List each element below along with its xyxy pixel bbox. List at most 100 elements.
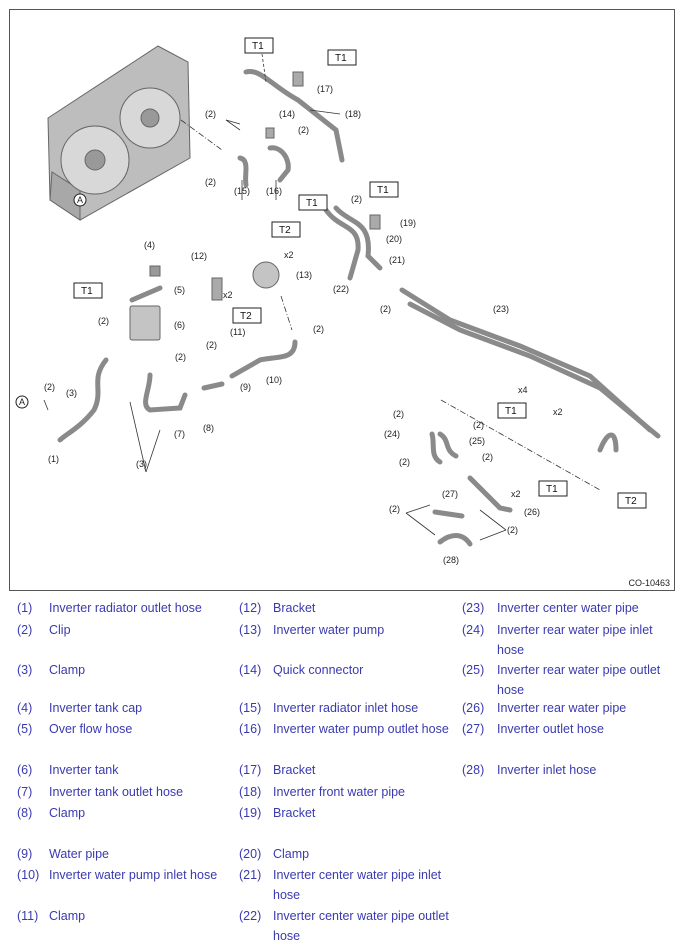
part-callout: (3) xyxy=(136,459,147,469)
legend-number: (28) xyxy=(462,763,485,777)
torque-label: T2 xyxy=(279,225,291,236)
multiplier-label: x2 xyxy=(553,407,563,417)
part-callout: (23) xyxy=(493,304,509,314)
legend-text: Inverter outlet hose xyxy=(497,722,605,736)
legend-number: (18) xyxy=(239,785,262,799)
part-callout: (15) xyxy=(234,186,250,196)
multiplier-label: x2 xyxy=(511,489,521,499)
legend-number: (4) xyxy=(17,701,33,715)
legend-text: Clamp xyxy=(49,806,86,820)
legend-text: Bracket xyxy=(273,806,316,820)
legend-text: Clip xyxy=(49,623,71,637)
legend-text: Bracket xyxy=(273,763,316,777)
part-callout: (2) xyxy=(507,525,518,535)
torque-label: T1 xyxy=(505,406,517,417)
legend-text: Inverter rear water pipe inlet hose xyxy=(497,623,653,657)
reference-circle xyxy=(73,193,87,207)
legend-text: Inverter water pump xyxy=(273,623,385,637)
radiator-drawing xyxy=(47,45,191,221)
legend-text: Clamp xyxy=(49,909,86,923)
legend-text: Bracket xyxy=(273,601,316,615)
torque-label: T1 xyxy=(377,185,389,196)
part-callout: (2) xyxy=(175,352,186,362)
legend-number: (16) xyxy=(239,722,262,736)
part-callout: (2) xyxy=(482,452,493,462)
legend-number: (12) xyxy=(239,601,262,615)
part-callout: (5) xyxy=(174,285,185,295)
figure-id: CO-10463 xyxy=(628,578,670,588)
components-drawing xyxy=(129,71,381,341)
legend-number: (1) xyxy=(17,601,33,615)
legend-number: (7) xyxy=(17,785,33,799)
legend-number: (2) xyxy=(17,623,33,637)
part-callout: (10) xyxy=(266,375,282,385)
legend-number: (14) xyxy=(239,663,262,677)
part-callout: (2) xyxy=(205,109,216,119)
part-callout: (18) xyxy=(345,109,361,119)
part-callout: (2) xyxy=(389,504,400,514)
legend-text: Inverter water pump inlet hose xyxy=(49,868,218,882)
legend-text: Inverter tank xyxy=(49,763,119,777)
legend-text: Inverter radiator outlet hose xyxy=(49,601,202,615)
part-callout: (24) xyxy=(384,429,400,439)
torque-label: T1 xyxy=(81,286,93,297)
multiplier-label: x2 xyxy=(223,290,233,300)
legend-text: Inverter rear water pipe outlet hose xyxy=(497,663,661,697)
part-callout: (8) xyxy=(203,423,214,433)
legend-number: (3) xyxy=(17,663,33,677)
part-callout: (1) xyxy=(48,454,59,464)
torque-box xyxy=(617,492,647,509)
legend-text: Inverter front water pipe xyxy=(273,785,406,799)
part-callout: (2) xyxy=(399,457,410,467)
torque-box xyxy=(497,402,527,419)
reference-circle xyxy=(15,395,29,409)
legend-number: (22) xyxy=(239,909,262,923)
part-callout: (9) xyxy=(240,382,251,392)
legend-number: (13) xyxy=(239,623,262,637)
part-callout: (28) xyxy=(443,555,459,565)
part-callout: (11) xyxy=(230,327,245,337)
torque-box xyxy=(244,37,274,54)
part-callout: (2) xyxy=(380,304,391,314)
legend-number: (10) xyxy=(17,868,40,882)
part-callout: (19) xyxy=(400,218,416,228)
part-callout: (2) xyxy=(473,420,484,430)
legend-number: (5) xyxy=(17,722,33,736)
torque-label: T1 xyxy=(546,484,558,495)
legend-number: (17) xyxy=(239,763,262,777)
part-callout: (2) xyxy=(393,409,404,419)
legend-text: Inverter rear water pipe xyxy=(497,701,627,715)
legend-number: (20) xyxy=(239,847,262,861)
legend-text: Inverter tank cap xyxy=(49,701,143,715)
torque-box xyxy=(298,194,328,211)
multiplier-label: x4 xyxy=(518,385,528,395)
part-callout: (20) xyxy=(386,234,402,244)
legend-text: Clamp xyxy=(49,663,86,677)
legend-number: (15) xyxy=(239,701,262,715)
part-callout: (13) xyxy=(296,270,312,280)
torque-box xyxy=(73,282,103,299)
part-callout: (27) xyxy=(442,489,458,499)
torque-label: T1 xyxy=(335,53,347,64)
torque-box xyxy=(327,49,357,66)
reference-letter: A xyxy=(77,195,83,205)
part-callout: (2) xyxy=(351,194,362,204)
part-callout: (12) xyxy=(191,251,207,261)
legend-number: (9) xyxy=(17,847,33,861)
leader-lines xyxy=(43,53,601,541)
torque-box xyxy=(271,221,301,238)
legend-text: Quick connector xyxy=(273,663,364,677)
torque-box xyxy=(232,307,262,324)
legend-text: Over flow hose xyxy=(49,722,133,736)
legend-number: (27) xyxy=(462,722,485,736)
legend-number: (8) xyxy=(17,806,33,820)
legend-text: Inverter water pump outlet hose xyxy=(273,722,449,736)
part-callout: (25) xyxy=(469,436,485,446)
legend-text: Inverter center water pipe outlet hose xyxy=(273,909,449,943)
legend-number: (25) xyxy=(462,663,485,677)
part-callout: (3) xyxy=(66,388,77,398)
torque-box xyxy=(369,181,399,198)
